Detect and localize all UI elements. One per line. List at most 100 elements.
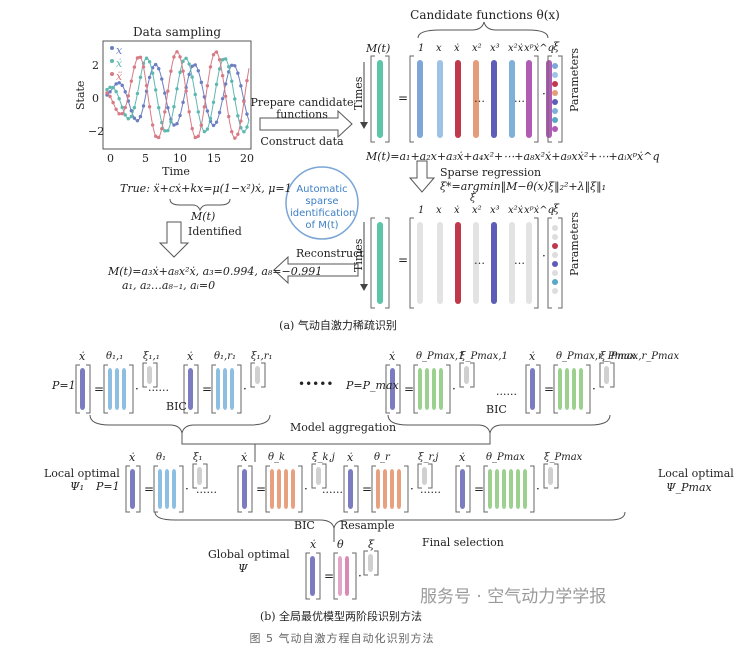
row1-theta-0-right-bracket bbox=[129, 364, 134, 414]
row2-xdot-3-right-bracket bbox=[466, 465, 471, 513]
series-point-0 bbox=[199, 80, 204, 85]
row1-dot-3: · bbox=[592, 382, 596, 396]
equals-bottom: = bbox=[398, 253, 409, 267]
series-point-0 bbox=[245, 112, 249, 116]
series-point-2 bbox=[114, 107, 118, 111]
row1-xi-column-0 bbox=[147, 366, 152, 384]
x-tick-15: 15 bbox=[207, 152, 221, 165]
xi-global-label: ξ bbox=[368, 538, 375, 551]
mt-bottom-left-bracket bbox=[370, 217, 375, 309]
series-point-1 bbox=[178, 70, 182, 75]
row2-theta-label-0: θ₁ bbox=[156, 452, 167, 463]
row1-xi-2-left-bracket bbox=[459, 362, 464, 388]
legend-x: x bbox=[116, 44, 123, 57]
row2-dot-3: · bbox=[536, 482, 540, 496]
row2-equals-1: = bbox=[256, 482, 266, 496]
dot-bottom: · bbox=[542, 249, 546, 263]
xi-bottom-param-1 bbox=[552, 234, 558, 240]
global-theta-left-bracket bbox=[333, 552, 338, 600]
xi-label-top: ξ bbox=[553, 40, 560, 53]
theta-bottom-column-4 bbox=[491, 222, 497, 304]
caption-a: (a) 气动自激力稀疏识别 bbox=[279, 319, 397, 332]
row1-xdot-2-right-bracket bbox=[396, 364, 401, 414]
prepare-arrow bbox=[259, 109, 353, 139]
series-point-1 bbox=[208, 116, 213, 121]
theta-bottom-column-5 bbox=[509, 222, 515, 304]
row1-xdot-label-3: ẋ bbox=[529, 350, 536, 363]
row1-xi-label-0: ξ₁,₁ bbox=[143, 351, 160, 362]
series-point-2 bbox=[129, 79, 134, 83]
series-point-0 bbox=[223, 82, 228, 86]
theta-bottom-column-2 bbox=[455, 222, 461, 304]
xi-bottom-param-2 bbox=[552, 243, 558, 249]
theta-top-right-bracket bbox=[534, 55, 539, 143]
identified-arrow bbox=[158, 221, 190, 258]
series-point-0 bbox=[163, 91, 167, 95]
series-point-1 bbox=[120, 105, 124, 110]
row2-theta-column-3-5 bbox=[523, 469, 527, 509]
series-point-1 bbox=[157, 106, 161, 110]
row1-xi-1-right-bracket bbox=[261, 362, 266, 388]
row1-xi-label-2: ξ_Pmax,1 bbox=[460, 351, 508, 362]
series-point-2 bbox=[166, 89, 170, 93]
row2-xdot-0-left-bracket bbox=[125, 465, 130, 513]
x-tick-0: 0 bbox=[107, 152, 114, 165]
global-theta-column-1 bbox=[345, 556, 349, 596]
series-point-1 bbox=[153, 88, 158, 92]
series-point-1 bbox=[144, 56, 149, 60]
series-point-1 bbox=[117, 96, 121, 101]
series-point-2 bbox=[108, 94, 112, 99]
row1-xdot-1-left-bracket bbox=[183, 364, 188, 414]
row2-xi-label-1: ξ_k,j bbox=[312, 452, 335, 463]
series-point-1 bbox=[172, 104, 176, 109]
series-point-1 bbox=[227, 65, 231, 69]
row1-xdot-label-0: ẋ bbox=[79, 350, 86, 363]
series-point-2 bbox=[120, 111, 124, 116]
row1-theta-column-2-3 bbox=[439, 368, 443, 410]
row2-xdot-label-0: ẋ bbox=[129, 451, 136, 464]
row1-xdot-label-2: ẋ bbox=[389, 350, 396, 363]
psi-global-label: Ψ bbox=[238, 562, 248, 575]
row2-xdot-column-3 bbox=[460, 469, 465, 509]
row2-equals-3: = bbox=[474, 482, 484, 496]
series-point-1 bbox=[233, 97, 237, 101]
xi-top-param-4 bbox=[552, 99, 558, 105]
series-point-2 bbox=[123, 105, 127, 110]
row1-xi-2-right-bracket bbox=[470, 362, 475, 388]
series-point-2 bbox=[181, 69, 185, 73]
row2-theta-column-0-1 bbox=[165, 469, 169, 509]
resample-label: Resample bbox=[340, 519, 395, 532]
row2-xi-1-left-bracket bbox=[311, 463, 316, 489]
row1-theta-column-2-0 bbox=[418, 368, 422, 410]
xi-bottom-param-4 bbox=[552, 261, 558, 267]
series-point-2 bbox=[199, 123, 204, 127]
row1-dot-0: · bbox=[135, 382, 139, 396]
global-theta-column-0 bbox=[338, 556, 342, 596]
mt-top-left-bracket bbox=[370, 55, 375, 143]
caption-b: (b) 全局最优模型两阶段识别方法 bbox=[259, 610, 423, 623]
row1-theta-column-3-2 bbox=[572, 368, 576, 410]
theta-top-column-5 bbox=[509, 60, 515, 138]
row2-theta-column-1-2 bbox=[284, 469, 288, 509]
dot-top: · bbox=[542, 87, 546, 101]
column-label-bottom-4: x³ bbox=[490, 205, 500, 216]
series-point-0 bbox=[160, 77, 164, 81]
row1-theta-column-2-2 bbox=[432, 368, 436, 410]
candidate-matrices bbox=[370, 55, 563, 309]
column-label-bottom-3: x² bbox=[472, 205, 482, 216]
series-point-2 bbox=[233, 136, 237, 140]
sparse-regression-label: Sparse regression bbox=[440, 166, 542, 179]
row1-theta-1-left-bracket bbox=[211, 364, 216, 414]
global-theta-right-bracket bbox=[352, 552, 357, 600]
true-equation: True: ẍ+cẋ+kx=μ(1−x²)ẋ, μ=1 bbox=[120, 182, 292, 195]
series-point-2 bbox=[208, 65, 213, 69]
psi-pmax-label: Ψ_Pmax bbox=[666, 481, 712, 494]
series-point-2 bbox=[196, 134, 200, 138]
global-xi-column bbox=[368, 554, 373, 572]
series-point-2 bbox=[138, 55, 143, 59]
series-point-2 bbox=[211, 53, 216, 57]
row1-theta-label-0: θ₁,₁ bbox=[106, 351, 124, 362]
row1-equals-3: = bbox=[544, 382, 554, 396]
series-point-2 bbox=[245, 78, 249, 83]
